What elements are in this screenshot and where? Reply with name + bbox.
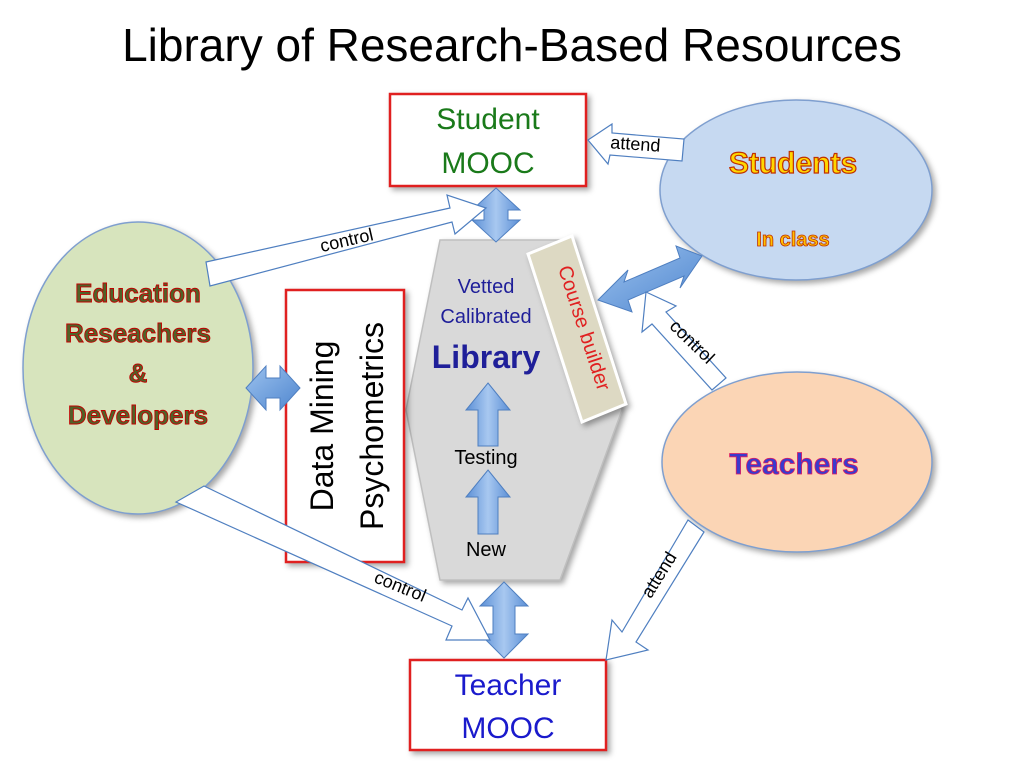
student-mooc-box[interactable]: Student MOOC: [388, 92, 588, 188]
teacher-mooc-line1: Teacher: [455, 669, 562, 702]
researchers-line2: Reseachers: [65, 318, 211, 348]
library-label: Library: [432, 339, 541, 375]
library-vetted: Vetted: [458, 276, 515, 298]
library-calibrated: Calibrated: [440, 306, 531, 328]
teachers-control-arrow: control: [641, 291, 727, 391]
library-students-double-arrow: [597, 245, 703, 313]
new-up-arrow: [464, 469, 512, 535]
data-mining-line1: Data Mining: [304, 341, 340, 512]
researchers-line1: Education: [75, 278, 201, 308]
teacher-mooc-line2: MOOC: [461, 712, 554, 745]
teacher-mooc-box[interactable]: Teacher MOOC: [408, 658, 608, 752]
page-title: Library of Research-Based Resources: [122, 19, 902, 71]
researchers-control-top-label: control: [318, 224, 375, 256]
library-new: New: [466, 539, 507, 561]
library-hexagon[interactable]: Vetted Calibrated Library Testing New: [405, 239, 623, 581]
student-mooc-line2: MOOC: [441, 147, 534, 180]
researchers-data-mining-double-arrow: [245, 364, 301, 412]
student-mooc-line1: Student: [436, 103, 540, 136]
teachers-attend-arrow: attend: [605, 519, 705, 661]
student-mooc-library-double-arrow: [470, 187, 522, 243]
researchers-line4: Developers: [68, 400, 208, 430]
students-attend-label: attend: [610, 132, 661, 155]
teachers-label: Teachers: [729, 448, 859, 481]
students-ellipse[interactable]: Students In class: [659, 99, 933, 281]
data-mining-line2: Psychometrics: [354, 322, 390, 530]
library-testing: Testing: [454, 447, 517, 469]
teachers-ellipse[interactable]: Teachers: [661, 371, 933, 553]
students-sublabel: In class: [756, 229, 829, 251]
data-mining-box[interactable]: Data Mining Psychometrics: [284, 288, 406, 564]
researchers-ellipse[interactable]: Education Reseachers & Developers: [22, 221, 254, 515]
library-teacher-mooc-double-arrow: [478, 581, 530, 659]
students-attend-arrow: attend: [587, 122, 685, 166]
testing-up-arrow: [464, 382, 512, 447]
researchers-line3: &: [129, 358, 148, 388]
students-label: Students: [729, 147, 857, 180]
